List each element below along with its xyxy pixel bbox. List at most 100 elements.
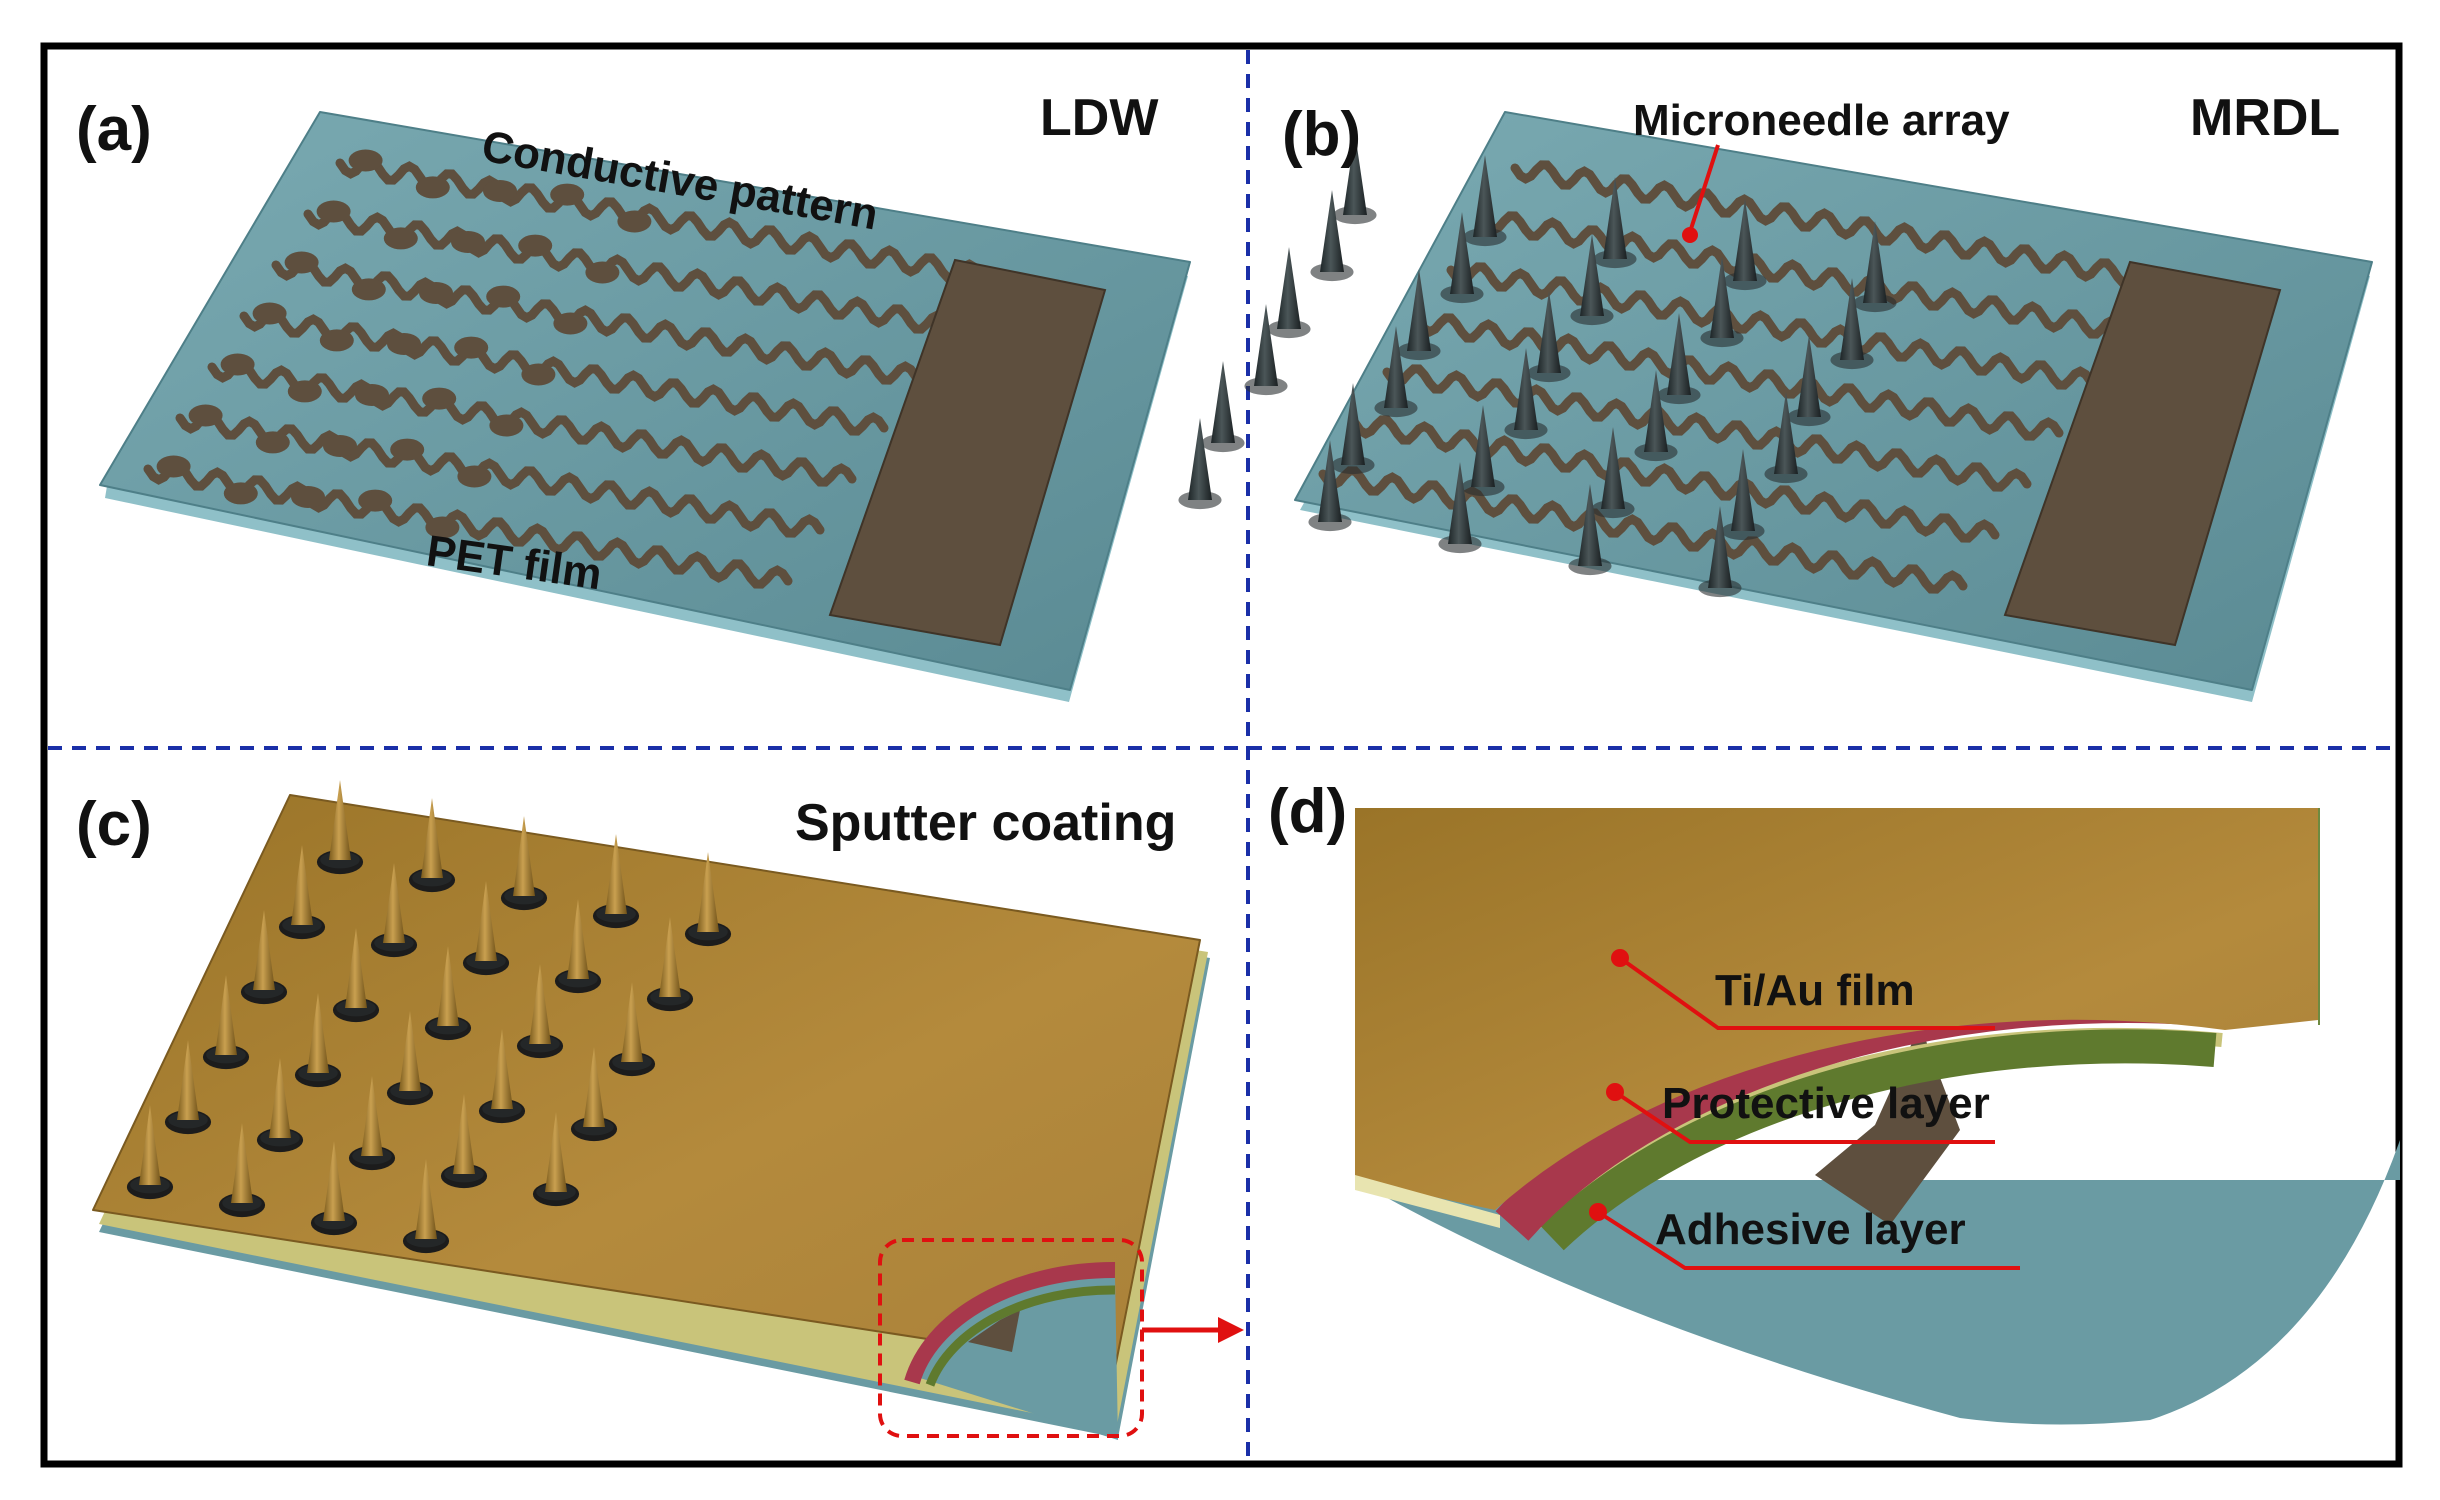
- conductive-trace: [1510, 160, 2160, 288]
- coated-microneedle: [139, 1105, 161, 1185]
- coated-microneedle: [291, 845, 313, 925]
- conductive-trace: [1478, 211, 2128, 339]
- trace-node: [156, 455, 191, 478]
- microneedle: [1710, 256, 1734, 338]
- microneedle: [1450, 212, 1474, 294]
- zoom-gold-top: [1355, 808, 2318, 1210]
- panel-b: (b) MRDL Microneedle array: [1178, 89, 2373, 702]
- coated-microneedle: [415, 1159, 437, 1239]
- microneedle: [1448, 462, 1472, 544]
- panel-c: (c) Sputter coating: [76, 780, 1244, 1440]
- zoom-protective-arc: [1540, 1029, 2217, 1251]
- microneedle: [1840, 278, 1864, 360]
- conductive-trace: [239, 308, 889, 436]
- panel-d-letter: (d): [1268, 777, 1347, 846]
- coated-microneedle: [323, 1141, 345, 1221]
- microneedle: [1731, 449, 1755, 531]
- trace-node: [451, 231, 485, 253]
- trace-node: [287, 380, 322, 403]
- coated-microneedle: [215, 975, 237, 1055]
- zoom-base-film: [1355, 1140, 2400, 1425]
- trace-node: [457, 465, 492, 488]
- microneedle: [1471, 405, 1495, 487]
- trace-node: [348, 149, 383, 172]
- microneedle: [1473, 155, 1497, 237]
- corner-cutaway: [904, 1261, 1118, 1440]
- coated-microneedle: [513, 816, 535, 896]
- trace-node: [518, 234, 553, 257]
- trace-node: [390, 438, 425, 461]
- protective-layer-label: Protective layer: [1662, 1079, 1990, 1128]
- microneedle: [1644, 370, 1668, 452]
- microneedle: [1580, 234, 1604, 316]
- cutaway-ti-au: [904, 1261, 1116, 1385]
- cutaway-pad: [968, 1310, 1020, 1352]
- conductive-trace: [271, 257, 921, 385]
- coated-microneedle: [491, 1029, 513, 1109]
- coated-microneedle: [659, 917, 681, 997]
- panel-c-method: Sputter coating: [795, 794, 1176, 852]
- coated-microneedle: [361, 1076, 383, 1156]
- panel-d: (d) Ti/Au film Protective layer Adhesive…: [1268, 777, 2400, 1425]
- coated-microneedle: [697, 852, 719, 932]
- conductive-trace: [143, 461, 793, 589]
- coated-microneedle: [383, 863, 405, 943]
- microneedle: [1341, 383, 1365, 465]
- trace-node: [284, 251, 319, 274]
- panel-a: (a) LDW Conductive pattern PET film: [76, 89, 1191, 702]
- coated-microneedle: [307, 993, 329, 1073]
- trace-node: [252, 302, 287, 325]
- trace-node: [220, 353, 255, 376]
- microneedle: [1601, 427, 1625, 509]
- microneedle: [1384, 326, 1408, 408]
- trace-node: [255, 431, 290, 454]
- conductive-trace: [1350, 415, 2000, 543]
- microneedle: [1537, 291, 1561, 373]
- trace-node: [489, 414, 524, 437]
- trace-node: [223, 482, 258, 505]
- microneedle: [1318, 440, 1342, 522]
- ti-au-film-label: Ti/Au film: [1715, 966, 1915, 1015]
- zoom-arrow-head: [1218, 1317, 1244, 1343]
- microneedle-callout-line: [1688, 144, 1720, 233]
- adhesive-layer-label: Adhesive layer: [1655, 1205, 1966, 1254]
- conductive-trace: [335, 155, 985, 283]
- trace-node: [454, 336, 489, 359]
- microneedle: [1733, 199, 1757, 281]
- coated-microneedle: [605, 834, 627, 914]
- microneedle: [1407, 269, 1431, 351]
- adhesive-callout-line: [1596, 1210, 2020, 1270]
- trace-node: [351, 278, 386, 301]
- coated-microneedle: [253, 910, 275, 990]
- panel-a-letter: (a): [76, 95, 152, 164]
- zoom-side-edge: [2318, 808, 2320, 1025]
- coated-microneedle: [475, 881, 497, 961]
- coated-microneedle: [177, 1040, 199, 1120]
- trace-node: [553, 312, 588, 335]
- microneedle-callout-dot: [1682, 227, 1698, 243]
- coated-microneedle: [329, 780, 351, 860]
- microneedle: [1603, 177, 1627, 259]
- coated-microneedle: [345, 928, 367, 1008]
- microneedle: [1774, 392, 1798, 474]
- conductive-trace: [303, 206, 953, 334]
- trace-node: [319, 329, 354, 352]
- microneedle: [1863, 221, 1887, 303]
- trace-node: [585, 261, 620, 284]
- zoom-box: [878, 1238, 1144, 1438]
- conductive-traces: [143, 149, 985, 589]
- coated-microneedle: [453, 1094, 475, 1174]
- trace-node: [291, 486, 325, 508]
- trace-node: [387, 333, 421, 355]
- coated-microneedle: [529, 964, 551, 1044]
- conductive-trace: [1446, 262, 2096, 390]
- conductive-trace: [175, 410, 825, 538]
- panel-b-method: MRDL: [2190, 89, 2340, 147]
- trace-node: [355, 384, 389, 406]
- microneedle: [1211, 361, 1235, 443]
- microneedle: [1188, 418, 1212, 500]
- conductive-trace: [207, 359, 857, 487]
- trace-node: [617, 210, 652, 233]
- trace-node: [358, 489, 393, 512]
